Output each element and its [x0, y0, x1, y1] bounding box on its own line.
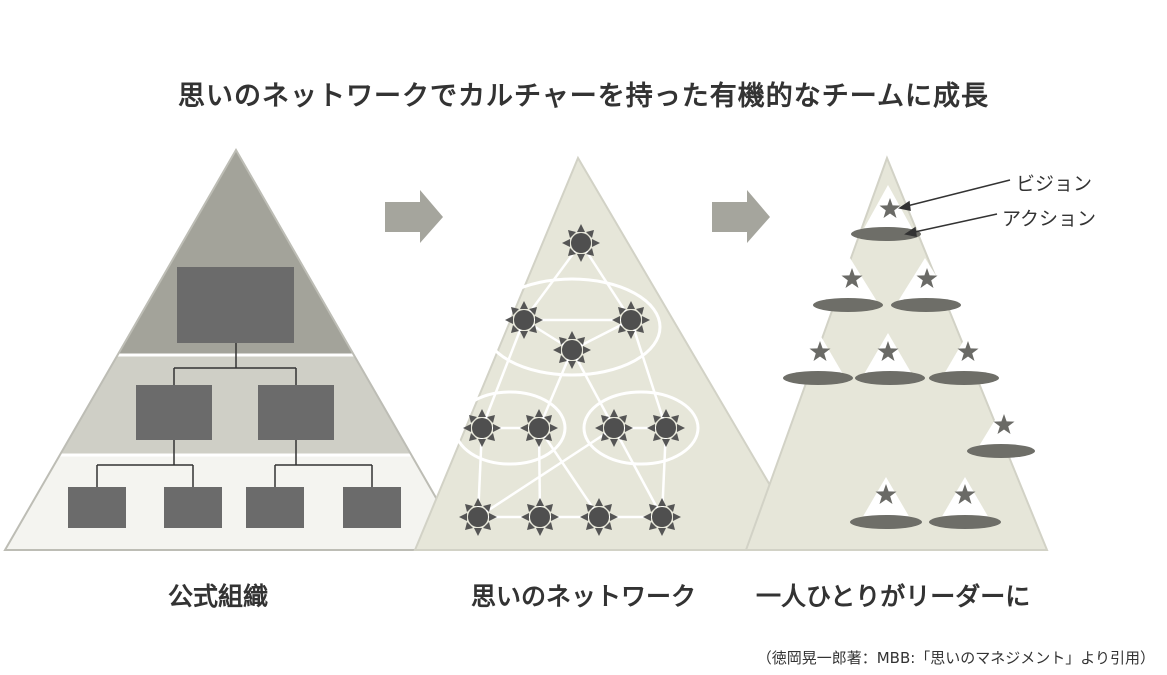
action-ellipse	[891, 298, 961, 312]
action-ellipse	[855, 371, 925, 385]
source-citation: （徳岡晃一郎著：MBB:「思いのマネジメント」より引用）	[756, 649, 1155, 667]
arrow-right-icon	[712, 190, 770, 243]
action-ellipse	[929, 515, 1001, 529]
network-pyramid	[413, 155, 810, 551]
network-label: 思いのネットワーク	[471, 582, 697, 611]
action-ellipse	[929, 371, 999, 385]
vision-callout-line	[902, 179, 1011, 208]
staff-box	[343, 487, 401, 528]
staff-box	[164, 487, 222, 528]
action-callout-label: アクション	[1002, 208, 1097, 230]
action-ellipse	[850, 515, 922, 529]
manager-box	[258, 385, 334, 440]
vision-callout-label: ビジョン	[1016, 173, 1093, 195]
leaders-label: 一人ひとりがリーダーに	[756, 582, 1031, 611]
action-ellipse	[967, 444, 1035, 458]
diagram-title: 思いのネットワークでカルチャーを持った有機的なチームに成長	[178, 81, 989, 112]
staff-box	[68, 487, 126, 528]
manager-box	[136, 385, 212, 440]
action-ellipse	[851, 227, 921, 241]
action-ellipse	[783, 371, 853, 385]
top-manager-box	[177, 267, 294, 343]
action-ellipse	[813, 298, 883, 312]
staff-box	[246, 487, 304, 528]
leaders-pyramid	[744, 155, 1049, 551]
action-callout-line	[909, 213, 998, 234]
arrow-right-icon	[385, 190, 443, 243]
formal-org-label: 公式組織	[168, 582, 269, 611]
